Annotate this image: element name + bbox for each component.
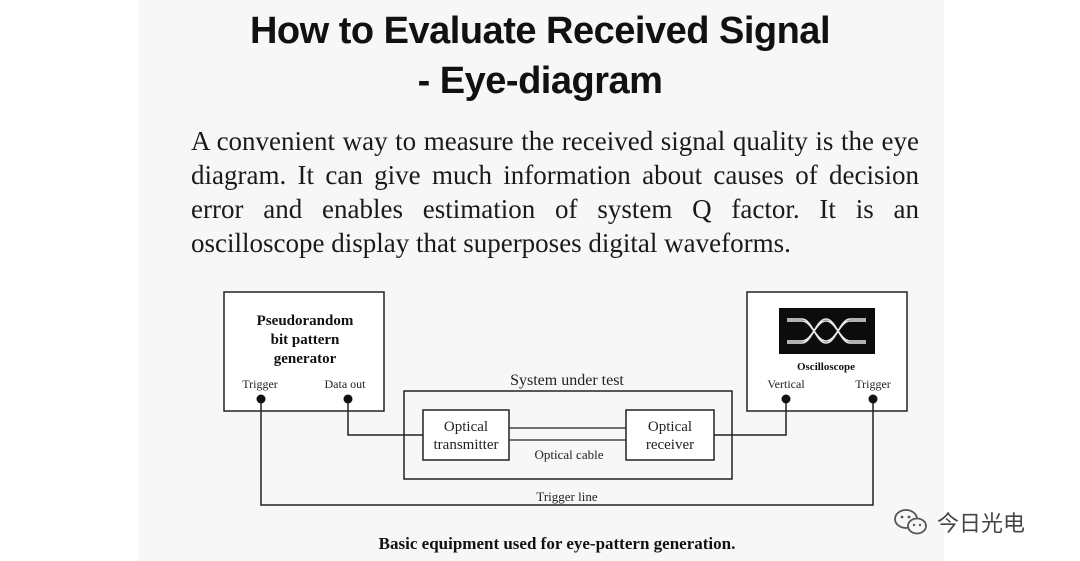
receiver-box xyxy=(625,409,715,461)
diagram-caption: Basic equipment used for eye-pattern gen… xyxy=(379,534,736,553)
watermark: 今日光电 xyxy=(893,504,1025,540)
watermark-text: 今日光电 xyxy=(937,512,1026,537)
transmitter-label-line2: transmitter xyxy=(434,437,499,453)
generator-label-line3: generator xyxy=(274,351,337,367)
generator-box xyxy=(223,291,385,412)
generator-trigger-port xyxy=(256,394,266,404)
eye-pattern-icon xyxy=(787,318,866,344)
generator-data-out-port xyxy=(343,394,353,404)
oscilloscope-trigger-port xyxy=(868,394,878,404)
wechat-icon xyxy=(894,509,927,535)
transmitter-label-line1: Optical xyxy=(444,419,488,435)
slide-title-line1: How to Evaluate Received Signal xyxy=(249,10,831,52)
receiver-label-line1: Optical xyxy=(648,419,692,435)
generator-trigger-label: Trigger xyxy=(242,377,278,391)
oscilloscope-vertical-port xyxy=(781,394,791,404)
oscilloscope-trigger-label: Trigger xyxy=(855,377,891,391)
receiver-label-line2: receiver xyxy=(646,437,694,453)
generator-data-out-label: Data out xyxy=(325,377,367,391)
optical-cable-label: Optical cable xyxy=(535,447,604,462)
description-paragraph: A convenient way to measure the received… xyxy=(191,126,919,258)
transmitter-box xyxy=(422,409,510,461)
vertical-input-wire xyxy=(714,399,787,436)
oscilloscope-screen xyxy=(779,308,875,354)
trigger-line-wire xyxy=(260,399,874,506)
oscilloscope-vertical-label: Vertical xyxy=(767,377,805,391)
slide-background xyxy=(138,0,944,561)
oscilloscope-label: Oscilloscope xyxy=(797,361,855,373)
data-out-wire xyxy=(347,399,423,436)
generator-label-line1: Pseudorandom xyxy=(257,313,354,329)
trigger-line-label: Trigger line xyxy=(536,489,597,504)
generator-label-line2: bit pattern xyxy=(271,332,340,348)
slide-title-line2: - Eye-diagram xyxy=(417,60,663,102)
system-under-test-label: System under test xyxy=(510,372,624,389)
